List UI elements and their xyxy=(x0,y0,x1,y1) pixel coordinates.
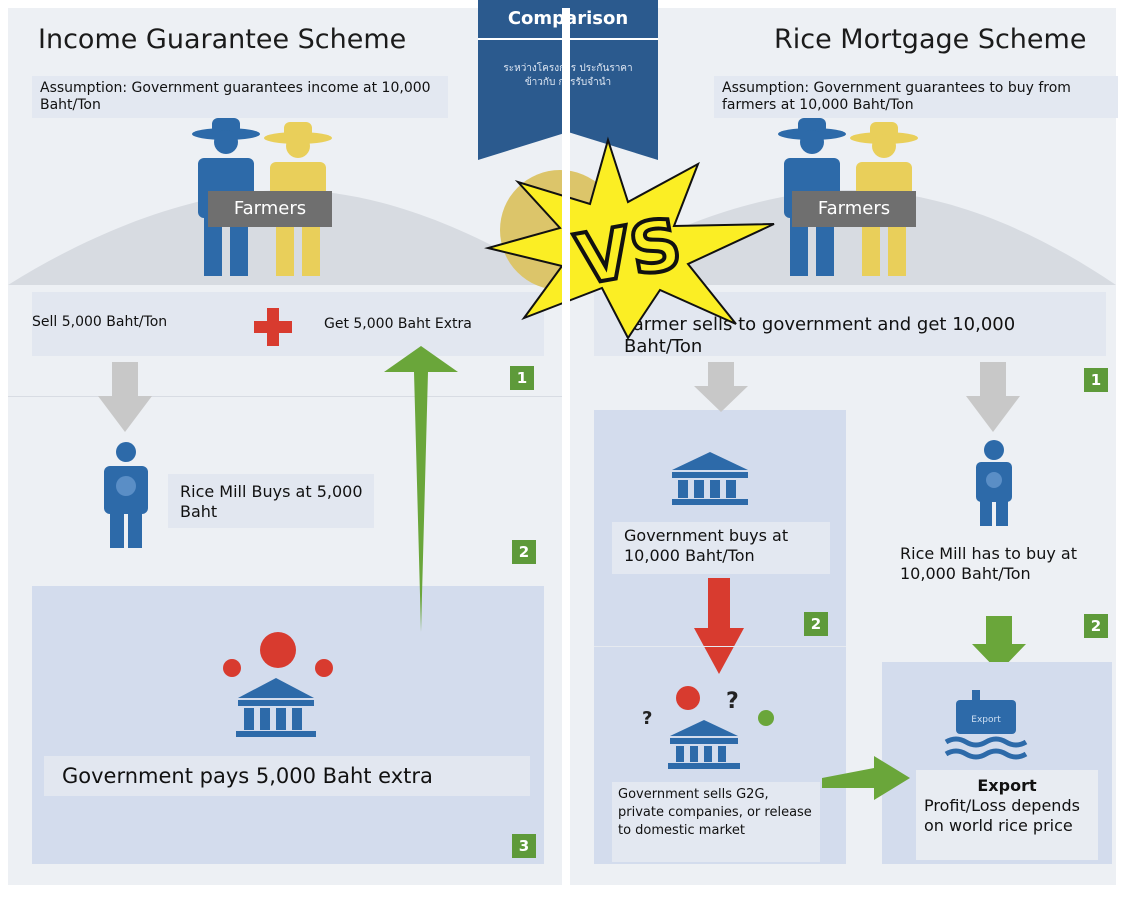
right-title: Rice Mortgage Scheme xyxy=(774,24,1087,55)
left-gov-text: Government pays 5,000 Baht extra xyxy=(62,764,433,788)
left-extra-text: Get 5,000 Baht Extra xyxy=(324,316,472,332)
right-step1-badge: 1 xyxy=(1084,368,1108,392)
left-step3-badge: 3 xyxy=(512,834,536,858)
center-divider xyxy=(562,8,570,885)
right-step2b-badge: 2 xyxy=(1084,614,1108,638)
left-gov-text-box xyxy=(44,756,530,796)
svg-text:Export: Export xyxy=(971,715,1001,725)
right-separator xyxy=(594,646,846,647)
vs-text: VS xyxy=(570,202,687,301)
left-separator-1 xyxy=(8,396,562,397)
right-grey-down-arrow-2 xyxy=(966,362,1020,432)
left-gov-box xyxy=(32,586,544,864)
left-farmers-label: Farmers xyxy=(208,191,332,227)
right-mill-text: Rice Mill has to buy at 10,000 Baht/Ton xyxy=(900,544,1077,583)
bank-building-icon xyxy=(668,720,740,769)
right-step1-band xyxy=(594,292,1106,356)
export-ship-icon: Export xyxy=(944,690,1028,760)
bank-building-icon xyxy=(672,452,748,505)
left-title: Income Guarantee Scheme xyxy=(38,24,407,55)
export-text-box xyxy=(916,770,1098,860)
green-right-arrow xyxy=(822,756,910,800)
left-assumption: Assumption: Government guarantees income… xyxy=(32,76,448,118)
baht-coin-icon xyxy=(676,686,700,710)
left-rice-mill-person-icon xyxy=(104,442,148,548)
right-step2a-badge: 2 xyxy=(804,612,828,636)
red-cross-plus-icon xyxy=(254,308,292,346)
right-hill xyxy=(570,190,1116,285)
baht-coin-icon xyxy=(223,632,333,677)
export-text: Profit/Loss depends on world rice price xyxy=(924,796,1080,835)
export-title: Export xyxy=(977,776,1037,795)
left-mill-box xyxy=(168,474,374,528)
left-gov-bank-group xyxy=(223,632,333,737)
left-mill-text: Rice Mill Buys at 5,000 Baht xyxy=(180,482,363,521)
farmer-blue-icon xyxy=(192,118,260,276)
question-mark-icon: ? xyxy=(642,708,652,729)
right-gov-buys-box xyxy=(612,522,830,574)
left-step1-badge: 1 xyxy=(510,366,534,390)
question-mark-icon: ? xyxy=(726,689,739,714)
right-gov-sells-box xyxy=(612,782,820,862)
right-assumption: Assumption: Government guarantees to buy… xyxy=(714,76,1118,118)
right-gov-sells-text: Government sells G2G, private companies,… xyxy=(618,787,812,838)
red-down-arrow xyxy=(694,578,744,674)
right-green-down-arrow xyxy=(972,616,1026,672)
left-grey-down-arrow xyxy=(98,362,152,432)
green-up-arrow xyxy=(384,346,458,632)
left-sell-text: Sell 5,000 Baht/Ton xyxy=(32,314,168,330)
right-gov-sells-icons: ? ? xyxy=(642,686,774,769)
left-step2-badge: 2 xyxy=(512,540,536,564)
right-sell-text: Farmer sells to government and get 10,00… xyxy=(624,314,1016,357)
baht-coin-icon xyxy=(758,710,774,726)
right-rice-mill-person-icon xyxy=(976,440,1012,526)
right-farmers-label: Farmers xyxy=(792,191,916,227)
vs-star-burst: VS xyxy=(484,136,775,340)
bank-building-icon xyxy=(236,678,316,737)
right-grey-down-arrow-1 xyxy=(694,362,748,412)
right-gov-buys-text: Government buys at 10,000 Baht/Ton xyxy=(624,526,789,565)
